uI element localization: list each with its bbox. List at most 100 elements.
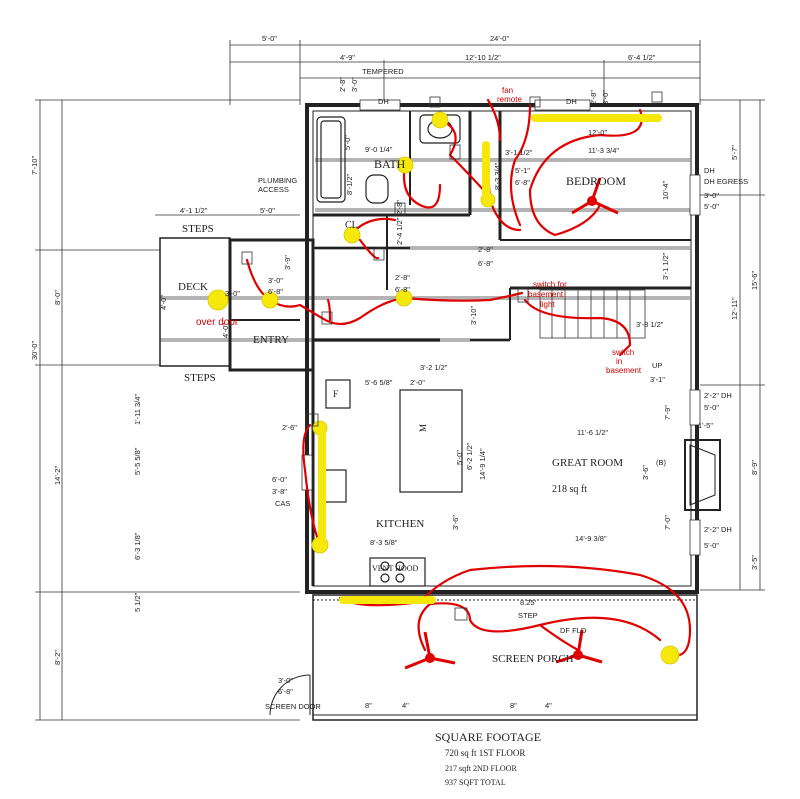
- dim-label: 6'-2 1/2": [465, 442, 474, 470]
- dim-label: 6'-8": [478, 259, 493, 268]
- square-footage-title: SQUARE FOOTAGE: [435, 730, 541, 744]
- room-screen-porch: SCREEN PORCH: [492, 653, 574, 665]
- dim-label: 9'-0 1/4": [365, 145, 393, 154]
- dim-label: (B): [656, 458, 667, 467]
- dim-label: 4'-9": [340, 53, 355, 62]
- dim-label: 3'-6": [641, 465, 650, 480]
- switch-box-icon: [305, 413, 319, 427]
- dim-label: DH: [378, 97, 389, 106]
- annotations: fan remote switch for basement light swi…: [196, 86, 642, 375]
- dimension-lines: [35, 40, 765, 721]
- switch-box-icon: [321, 311, 333, 325]
- fixtures: [316, 114, 463, 587]
- dim-label: SCREEN DOOR: [265, 702, 321, 711]
- switch-box-icon: [429, 96, 441, 108]
- dim-label: 1'-5": [698, 421, 713, 430]
- dim-label: 4": [402, 701, 409, 710]
- dim-label: 8'-9": [750, 460, 759, 475]
- dim-label: 2'-8": [589, 90, 598, 105]
- dim-label: 6'-0": [272, 475, 287, 484]
- dim-label: 2'-0": [410, 378, 425, 387]
- dim-label: 3'-1": [650, 375, 665, 384]
- dim-label: 5 1/2": [133, 592, 142, 612]
- dim-label: 8'-0": [53, 290, 62, 305]
- dim-label: 30'-0": [30, 341, 39, 360]
- dim-label: DH EGRESS: [704, 177, 748, 186]
- dim-label: 2'-8": [395, 200, 404, 215]
- dim-label: 3'-0": [601, 90, 610, 105]
- dim-label: 14'-9 1/4": [478, 448, 487, 480]
- dim-label: UP: [652, 361, 662, 370]
- fan-remote-note: remote: [497, 95, 522, 104]
- dim-label: 2'-8": [478, 245, 493, 254]
- dim-label: 8'-3 5/8": [370, 538, 398, 547]
- dimension-labels: 5'-0" 24'-0" 4'-9" 12'-10 1/2" 6'-4 1/2"…: [30, 34, 759, 711]
- switch-basement-note: switch: [612, 348, 634, 357]
- hall-light-icon: [395, 289, 413, 307]
- dim-label: 3'-0": [225, 289, 240, 298]
- light-fixtures: [207, 111, 680, 665]
- dim-label: 11'-6 1/2": [577, 428, 608, 437]
- steps-bottom: STEPS: [184, 372, 216, 384]
- dim-label: 12'-0": [588, 128, 607, 137]
- dim-label: DF FLD: [560, 626, 587, 635]
- switch-box-icon: [241, 251, 253, 265]
- switch-light-note: light: [540, 300, 555, 309]
- switch-box-icon: [394, 202, 406, 216]
- dim-label: 6'-4 1/2": [628, 53, 656, 62]
- dim-label: 2'-2" DH: [704, 391, 732, 400]
- ceiling-fans: [404, 177, 619, 670]
- dim-label: 11'-3 3/4": [588, 146, 619, 155]
- bath-sink-light-icon: [431, 111, 449, 129]
- dim-label: 12'-11": [730, 297, 739, 320]
- square-footage-first: 720 sq ft 1ST FLOOR: [445, 748, 525, 758]
- dim-label: 1'-11 3/4": [133, 394, 142, 425]
- closet-light-icon: [343, 226, 361, 244]
- dim-label: 7'-10": [30, 156, 39, 175]
- porch-fan-left-icon: [404, 631, 456, 670]
- dim-label: 5'-0": [704, 541, 719, 550]
- dim-label: 8": [510, 701, 517, 710]
- switch-light-note: basement: [528, 290, 564, 299]
- dim-label: 5'-0": [262, 34, 277, 43]
- dim-label: 2'-4 1/2": [395, 217, 404, 245]
- switch-basement-note: in: [616, 357, 622, 366]
- switch-box-icon: [529, 96, 541, 108]
- square-footage: SQUARE FOOTAGE 720 sq ft 1ST FLOOR 217 s…: [435, 730, 541, 787]
- dim-label: 3'-2 1/2": [420, 363, 448, 372]
- walls: [159, 103, 721, 721]
- dim-label: 7'-0": [663, 515, 672, 530]
- switch-box-icon: [449, 144, 461, 160]
- island-label: M: [418, 424, 428, 432]
- bath-light-icon: [396, 156, 414, 174]
- dim-label: DH: [704, 166, 715, 175]
- dim-label: 3'-8": [272, 487, 287, 496]
- dim-label: 4'-0": [159, 295, 168, 310]
- dim-label: 4'-0": [221, 323, 230, 338]
- dim-label: DH: [566, 97, 577, 106]
- dim-label: 3'-0": [704, 191, 719, 200]
- dim-label: 3'-1 1/2": [505, 148, 533, 157]
- dim-label: 3'-0": [278, 676, 293, 685]
- dim-label: 2'-8": [338, 77, 347, 92]
- dim-label: 5'-0": [343, 135, 352, 150]
- dim-label: 6'-3 1/8": [133, 532, 142, 560]
- fridge-label: F: [333, 389, 338, 399]
- fan-remote-note: fan: [502, 86, 513, 95]
- dim-label: 5'-0": [704, 403, 719, 412]
- dim-label: 6'-8": [515, 178, 530, 187]
- dim-label: 14'-9 3/8": [575, 534, 607, 543]
- square-footage-total: 937 SQFT TOTAL: [445, 778, 506, 787]
- dim-label: 5'-0": [260, 206, 275, 215]
- dim-label: 5'-1": [515, 166, 530, 175]
- over-door-note: over door: [196, 317, 239, 328]
- dim-label: 7'-9": [663, 405, 672, 420]
- dim-label: 3'-9": [283, 255, 292, 270]
- room-closet: CL: [345, 220, 358, 231]
- entry-light-icon: [261, 291, 279, 309]
- vent-hood-label: VENT HOOD: [372, 564, 419, 573]
- dim-label: 3'-0": [268, 276, 283, 285]
- dim-label: 24'-0": [490, 34, 509, 43]
- porch-corner-light-icon: [660, 645, 680, 665]
- porch-fan-right-icon: [555, 629, 603, 664]
